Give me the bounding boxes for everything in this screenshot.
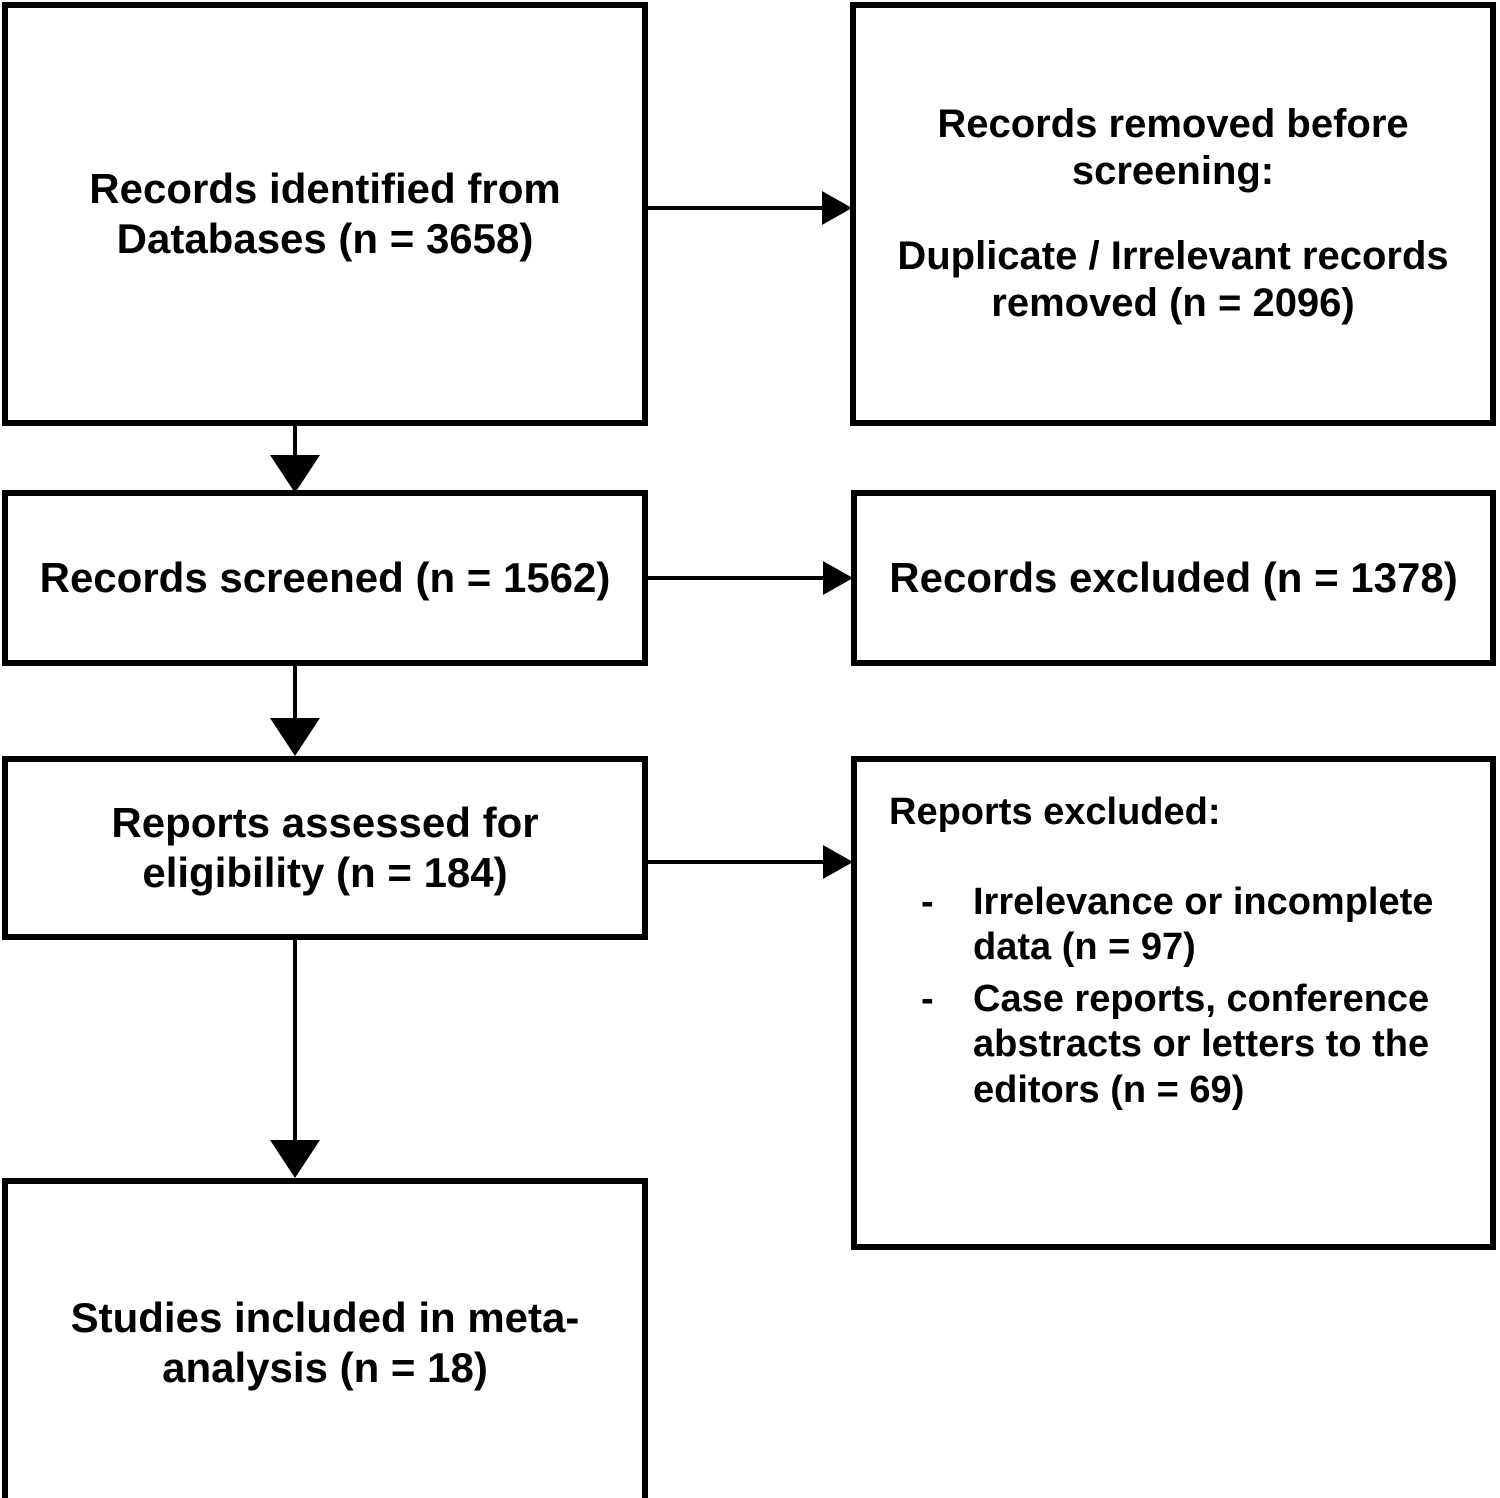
arrow-right-icon bbox=[822, 191, 852, 225]
box-studies-included: Studies included in meta-analysis (n = 1… bbox=[2, 1178, 648, 1498]
records-removed-heading: Records removed before screening: bbox=[937, 101, 1409, 193]
box-records-removed-before-screening: Records removed before screening: Duplic… bbox=[850, 2, 1496, 426]
list-item: - Irrelevance or incomplete data (n = 97… bbox=[889, 880, 1470, 971]
reports-excluded-list: - Irrelevance or incomplete data (n = 97… bbox=[889, 880, 1470, 1114]
connector-eligibility-to-reports-excluded bbox=[648, 860, 826, 864]
arrow-right-icon bbox=[823, 561, 853, 595]
studies-included-label: Studies included in meta-analysis (n = 1… bbox=[70, 1294, 580, 1391]
bullet-dash-icon: - bbox=[921, 977, 934, 1020]
arrow-down-icon bbox=[270, 1140, 320, 1178]
connector-screened-to-excluded bbox=[648, 576, 826, 580]
records-removed-content: Records removed before screening: Duplic… bbox=[856, 101, 1490, 328]
box-reports-excluded: Reports excluded: - Irrelevance or incom… bbox=[851, 756, 1496, 1250]
connector-screened-to-eligibility bbox=[293, 666, 297, 724]
reports-assessed-label: Reports assessed for eligibility (n = 18… bbox=[111, 799, 539, 896]
list-item: - Case reports, conference abstracts or … bbox=[889, 977, 1470, 1114]
arrow-right-icon bbox=[823, 845, 853, 879]
list-item-label: Irrelevance or incomplete data (n = 97) bbox=[973, 880, 1434, 969]
connector-eligibility-to-included bbox=[293, 940, 297, 1142]
records-screened-label: Records screened (n = 1562) bbox=[39, 554, 611, 602]
box-records-excluded: Records excluded (n = 1378) bbox=[851, 490, 1496, 666]
arrow-down-icon bbox=[270, 455, 320, 493]
list-item-label: Case reports, conference abstracts or le… bbox=[973, 977, 1430, 1111]
connector-identified-to-screened bbox=[293, 426, 297, 470]
box-records-screened: Records screened (n = 1562) bbox=[2, 490, 648, 666]
box-reports-assessed-for-eligibility: Reports assessed for eligibility (n = 18… bbox=[2, 756, 648, 940]
spacer bbox=[870, 195, 1476, 233]
reports-excluded-heading: Reports excluded: bbox=[889, 791, 1221, 833]
records-removed-detail: Duplicate / Irrelevant records removed (… bbox=[897, 234, 1449, 326]
connector-identified-to-removed bbox=[648, 206, 828, 210]
reports-excluded-content: Reports excluded: - Irrelevance or incom… bbox=[857, 762, 1490, 1120]
records-excluded-label: Records excluded (n = 1378) bbox=[889, 554, 1458, 602]
records-identified-label: Records identified from Databases (n = 3… bbox=[89, 165, 561, 262]
box-records-identified: Records identified from Databases (n = 3… bbox=[2, 2, 648, 426]
bullet-dash-icon: - bbox=[921, 880, 934, 923]
arrow-down-icon bbox=[270, 718, 320, 756]
